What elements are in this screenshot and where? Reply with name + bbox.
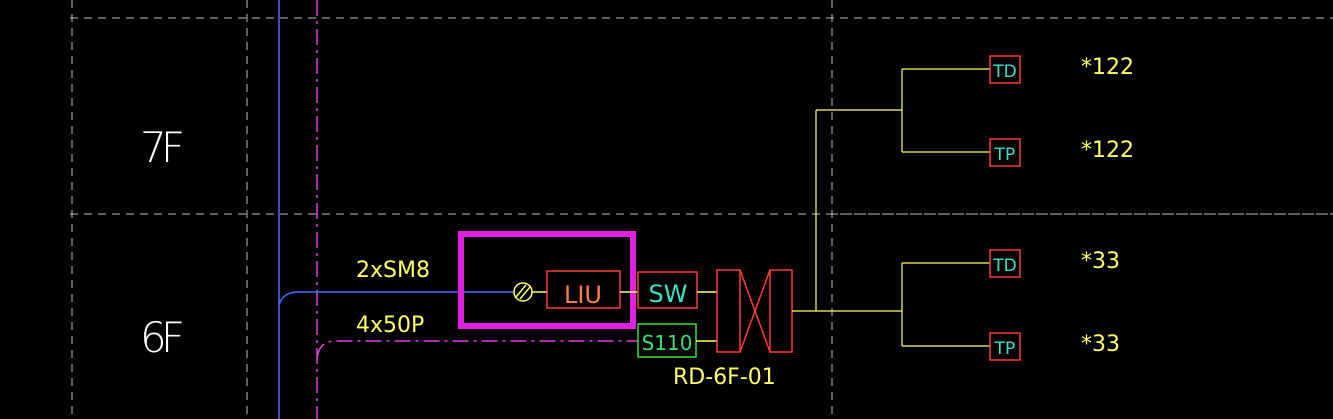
splice-slash-2 [519, 286, 531, 300]
fiber-cable-label: 2xSM8 [356, 258, 430, 283]
fiber-splice-icon [513, 282, 533, 302]
cross-connect-panel-icon[interactable] [716, 269, 793, 353]
floor-label-7f: 7F [140, 123, 185, 172]
sw-box[interactable] [637, 271, 698, 309]
outlet-type-label: TD [992, 256, 1016, 276]
liu-box[interactable] [546, 270, 621, 309]
outlet-box [989, 55, 1021, 84]
rack-label: RD-6F-01 [673, 365, 776, 390]
splice-circle [513, 282, 533, 302]
outlet-td-upper[interactable]: TD [989, 55, 1021, 84]
copper-cable-label: 4x50P [356, 313, 424, 338]
cross-connect-right-bar [769, 269, 793, 353]
outlet-count-label: *33 [1081, 332, 1120, 357]
floor-label-6f: 6F [140, 313, 185, 362]
outlet-type-label: TD [992, 62, 1016, 82]
sw-label: SW [649, 280, 688, 308]
outlet-count-label: *122 [1081, 55, 1134, 80]
outlet-count-label: *122 [1081, 138, 1134, 163]
outlet-tp-upper[interactable]: TP [989, 138, 1021, 167]
cross-connect-left-bar [716, 269, 741, 353]
outlet-td-lower[interactable]: TD [989, 249, 1021, 278]
outlet-box [989, 332, 1021, 361]
grid-lines [70, 0, 1333, 419]
s110-label: S110 [642, 331, 693, 355]
cross-connect-diagonal-2 [739, 269, 771, 353]
outlet-type-label: TP [994, 339, 1016, 359]
outlet-count-label: *33 [1081, 249, 1120, 274]
copper-cable-line [316, 340, 638, 359]
fiber-cable-line [278, 291, 514, 306]
outlet-box [989, 249, 1021, 278]
highlight-box[interactable] [458, 231, 636, 329]
outlet-box [989, 138, 1021, 167]
distribution-wiring [792, 68, 990, 347]
splice-slash-1 [515, 284, 527, 298]
outlet-tp-lower[interactable]: TP [989, 332, 1021, 361]
outlet-type-label: TP [994, 145, 1016, 165]
liu-label: LIU [564, 281, 602, 309]
